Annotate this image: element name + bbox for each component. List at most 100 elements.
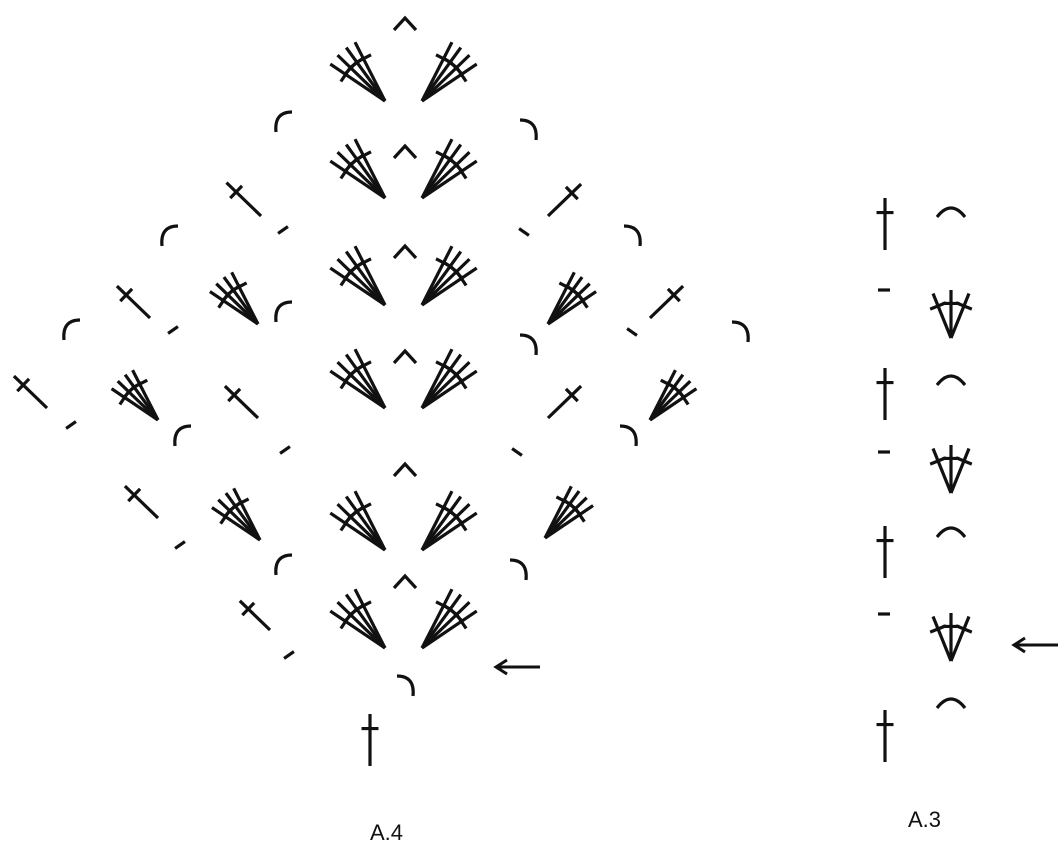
- stroke: [420, 348, 454, 409]
- stroke: [420, 495, 463, 551]
- stroke: [353, 138, 387, 199]
- treble-symbol: [546, 384, 583, 420]
- stroke: [238, 599, 272, 632]
- stroke: [420, 143, 463, 199]
- stroke: [648, 373, 685, 421]
- stroke: [336, 258, 387, 307]
- stroke: [131, 369, 160, 421]
- treble-symbol: [876, 198, 894, 250]
- fan-of-4-symbol: [329, 490, 387, 552]
- stroke: [353, 41, 387, 102]
- stroke: [546, 384, 583, 420]
- stroke: [420, 258, 471, 307]
- stroke: [544, 504, 594, 540]
- stroke: [546, 182, 583, 218]
- fan-of-4-symbol: [329, 348, 387, 410]
- stroke: [209, 290, 259, 326]
- chain-arc-symbol: [392, 573, 418, 590]
- chain-arc-symbol: [392, 461, 418, 478]
- chain-arc-symbol: [62, 318, 81, 341]
- chain-arc-symbol: [173, 424, 192, 447]
- chain-arc-symbol: [274, 553, 293, 576]
- chain-arc-symbol: [392, 143, 418, 160]
- chain-arc-symbol: [392, 15, 418, 32]
- stroke: [420, 503, 471, 552]
- stroke: [421, 62, 478, 103]
- chain-arc-symbol: [619, 424, 638, 447]
- slip-stitch-dash-symbol: [626, 327, 638, 337]
- fan-of-4-symbol: [420, 245, 478, 307]
- stroke: [955, 624, 973, 634]
- stroke: [211, 506, 261, 542]
- stroke: [336, 503, 387, 552]
- fan-of-4-symbol: [648, 369, 698, 422]
- stroke: [355, 53, 372, 64]
- stroke: [455, 515, 468, 532]
- stroke: [355, 150, 372, 161]
- stroke: [127, 487, 142, 503]
- fan-of-3-symbol: [929, 613, 973, 662]
- stroke: [230, 281, 248, 293]
- fan-of-4-symbol: [329, 41, 387, 103]
- stroke: [949, 447, 971, 494]
- stroke: [232, 487, 262, 541]
- chain-arc-symbol: [935, 206, 967, 219]
- treble-symbol: [876, 526, 894, 578]
- arrow-left-icon: [1011, 636, 1058, 654]
- stroke: [576, 292, 589, 309]
- treble-symbol: [225, 181, 263, 218]
- stroke: [353, 245, 387, 306]
- stroke: [955, 456, 973, 466]
- stroke: [648, 379, 692, 422]
- fan-of-4-symbol: [211, 487, 262, 542]
- stroke: [666, 287, 681, 303]
- stroke: [421, 511, 478, 552]
- stroke: [931, 615, 953, 662]
- slip-stitch-dash-symbol: [277, 225, 289, 235]
- stroke: [949, 615, 971, 662]
- diagram-a4-label: A.4: [370, 820, 404, 845]
- stroke: [344, 353, 387, 409]
- stroke: [230, 271, 260, 325]
- fan-of-4-symbol: [209, 271, 260, 326]
- chain-arc-symbol: [396, 674, 415, 697]
- diagram-a3: [876, 198, 1058, 762]
- fan-of-4-symbol: [543, 485, 594, 540]
- stroke: [344, 495, 387, 551]
- treble-symbol: [115, 284, 152, 320]
- stroke: [493, 658, 508, 676]
- slip-stitch-dash-symbol: [174, 540, 186, 550]
- stroke: [931, 292, 953, 339]
- stroke: [329, 511, 386, 552]
- stroke: [564, 185, 579, 201]
- diagram-a4: [12, 15, 750, 766]
- treble-symbol: [238, 599, 272, 632]
- stroke: [421, 159, 478, 200]
- stroke: [329, 609, 386, 650]
- stroke: [573, 506, 586, 523]
- treble-symbol: [648, 284, 685, 320]
- stroke: [344, 46, 387, 102]
- chain-arc-symbol: [623, 224, 642, 247]
- stroke: [420, 138, 454, 199]
- stroke: [949, 292, 971, 339]
- stroke: [420, 361, 471, 410]
- fan-of-4-symbol: [420, 588, 478, 650]
- stroke: [420, 593, 463, 649]
- stroke: [123, 484, 160, 520]
- treble-symbol: [223, 384, 260, 420]
- stroke: [353, 348, 387, 409]
- stroke: [116, 379, 160, 422]
- stroke: [421, 369, 478, 410]
- fan-of-4-symbol: [420, 348, 478, 410]
- stroke: [420, 250, 463, 306]
- stroke: [16, 377, 31, 393]
- stroke: [215, 282, 260, 326]
- chain-arc-symbol: [392, 348, 418, 365]
- fan-of-4-symbol: [110, 369, 160, 422]
- stroke: [336, 54, 387, 103]
- slip-stitch-dash-symbol: [511, 447, 523, 457]
- chain-arc-symbol: [509, 558, 528, 581]
- stroke: [232, 497, 250, 509]
- treble-symbol: [876, 710, 894, 762]
